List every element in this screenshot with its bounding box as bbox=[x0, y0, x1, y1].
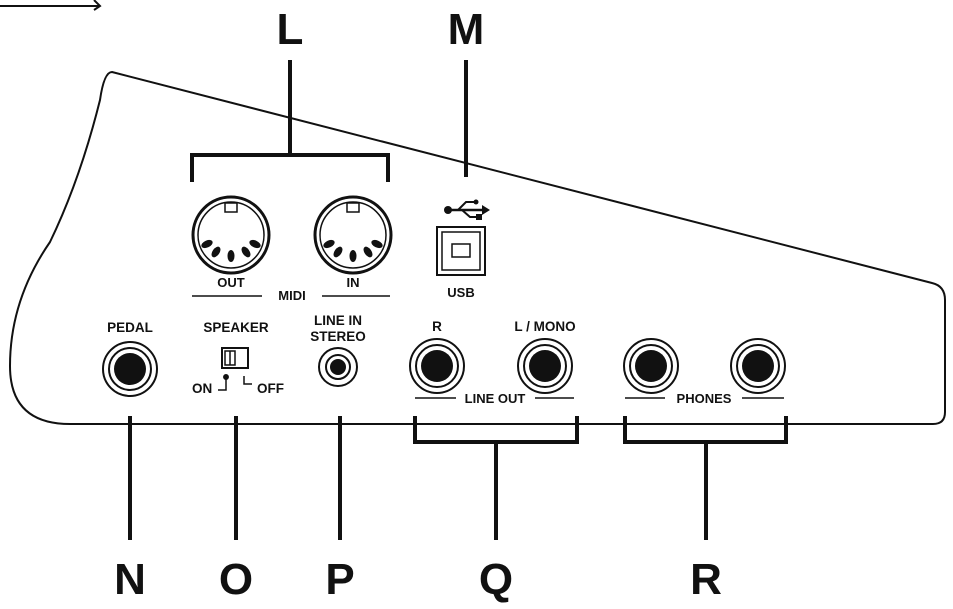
bracket-Q bbox=[413, 416, 579, 540]
callout-L: L bbox=[277, 5, 304, 54]
bracket-R bbox=[623, 416, 788, 540]
midi-in-label: IN bbox=[347, 275, 360, 290]
callout-R: R bbox=[690, 555, 722, 604]
line-out-group-label: LINE OUT bbox=[465, 391, 526, 406]
usb-label: USB bbox=[447, 285, 474, 300]
usb-port bbox=[436, 226, 486, 276]
midi-in-connector bbox=[313, 195, 393, 275]
phones-jack-2 bbox=[730, 338, 786, 394]
din-pins-in bbox=[323, 239, 383, 262]
midi-out-connector bbox=[191, 195, 271, 275]
phones-group-label: PHONES bbox=[677, 391, 732, 406]
callout-Q: Q bbox=[479, 555, 513, 604]
pedal-label: PEDAL bbox=[107, 320, 153, 335]
midi-group-label: MIDI bbox=[278, 288, 305, 303]
pedal-jack bbox=[102, 341, 158, 397]
line-out-r-jack bbox=[409, 338, 465, 394]
line-in-label-2: STEREO bbox=[310, 329, 366, 344]
phones-jack-1 bbox=[623, 338, 679, 394]
speaker-off-label: OFF bbox=[257, 381, 284, 396]
midi-out-label: OUT bbox=[217, 275, 245, 290]
usb-icon bbox=[444, 199, 490, 220]
bracket-L bbox=[190, 60, 390, 182]
line-out-l-jack bbox=[517, 338, 573, 394]
speaker-on-label: ON bbox=[192, 381, 212, 396]
line-out-r-label: R bbox=[432, 319, 442, 334]
callout-P: P bbox=[325, 555, 354, 604]
speaker-switch bbox=[221, 347, 249, 369]
scale-bar-fragment bbox=[0, 0, 102, 11]
line-in-label-1: LINE IN bbox=[314, 313, 362, 328]
line-in-jack bbox=[318, 347, 358, 387]
line-out-l-label: L / MONO bbox=[514, 319, 575, 334]
callout-N: N bbox=[114, 555, 146, 604]
din-pins-out bbox=[201, 239, 261, 262]
callout-O: O bbox=[219, 555, 253, 604]
speaker-label: SPEAKER bbox=[203, 320, 269, 335]
speaker-switch-indicators bbox=[218, 374, 252, 391]
callout-M: M bbox=[448, 5, 485, 54]
